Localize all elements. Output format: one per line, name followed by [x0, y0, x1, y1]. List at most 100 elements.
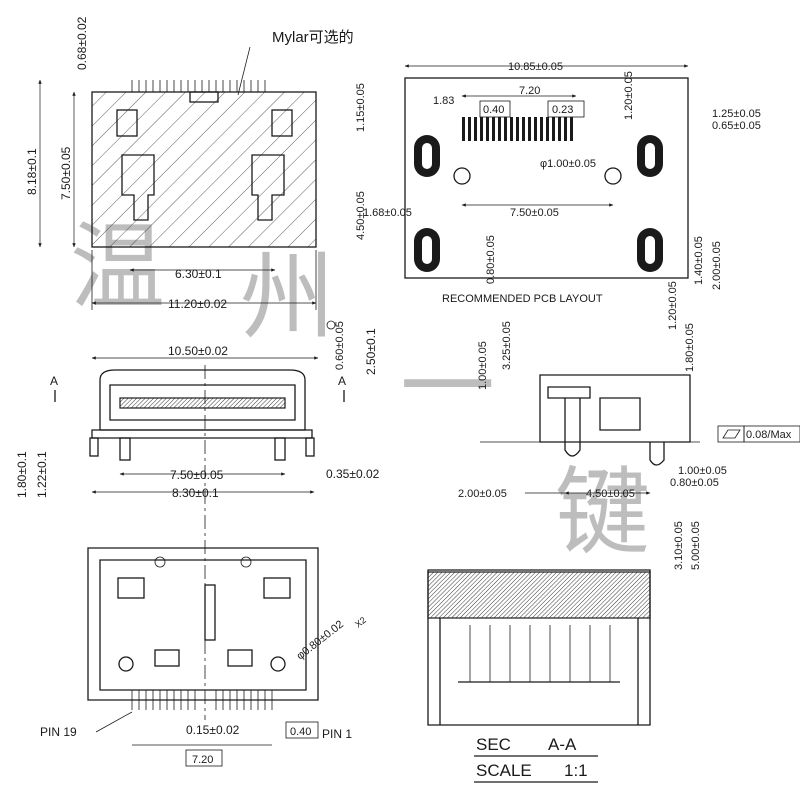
bottom-latch-left — [117, 577, 145, 599]
front-view: 10.50±0.02 A A 0.60±0.05 2.50±0.1 1.80±0… — [15, 320, 380, 720]
dim-side-h3: 1.20±0.05 — [667, 281, 679, 330]
section-view: 3.10±0.05 5.00±0.05 SEC A-A SCALE 1:1 — [427, 521, 702, 783]
side-peg — [564, 398, 581, 457]
watermark-char: 州 — [240, 243, 335, 353]
tab-left — [121, 154, 155, 221]
dim-section-h1: 3.10±0.05 — [673, 521, 685, 570]
dim-left-height: 4.50±0.05 — [355, 191, 367, 240]
pin-post-right — [274, 437, 286, 461]
mylar-body — [91, 91, 317, 248]
sec-label: SEC — [476, 735, 511, 754]
section-outline — [427, 569, 651, 726]
dim-right-3: 0.65±0.05 — [712, 120, 761, 132]
dim-right-1: 1.20±0.05 — [623, 71, 635, 120]
dim-height-body: 7.50±0.05 — [59, 146, 73, 200]
dim-hole-dia: φ1.00±0.05 — [540, 158, 596, 170]
dim-right-5: 2.00±0.05 — [711, 241, 723, 290]
flatness-symbol-box — [717, 425, 745, 443]
dim-left-offset: 1.68±0.05 — [363, 207, 412, 219]
dim-pitch-offset: 1.83 — [433, 95, 454, 107]
shell-inner — [109, 384, 296, 421]
dim-top-gap: 1.15±0.05 — [355, 83, 367, 132]
dim-front-width: 10.50±0.02 — [168, 344, 228, 358]
side-latch — [547, 386, 591, 399]
hole-right — [604, 167, 622, 185]
dim-left-2: 1.22±0.1 — [35, 451, 49, 498]
dim-pin-width: 0.40 — [483, 104, 504, 116]
pcb-layout-view: 10.85±0.05 7.20 0.40 0.23 1.83 φ1.00±0.0… — [355, 61, 761, 305]
dim-bottom-pin-span: 7.20 — [192, 754, 213, 766]
pcb-caption: RECOMMENDED PCB LAYOUT — [442, 293, 603, 305]
leg-right — [305, 437, 315, 457]
pin-19-label: PIN 19 — [40, 725, 77, 739]
latch-left — [116, 109, 138, 137]
pin-post-left — [119, 437, 131, 461]
dim-side-h2: 3.25±0.05 — [501, 321, 513, 370]
dim-pin-span: 7.20 — [519, 85, 540, 97]
dim-side-d4: 2.00±0.05 — [458, 488, 507, 500]
flatness-icon — [722, 429, 741, 439]
side-leg — [649, 442, 665, 466]
scale-label: SCALE — [476, 761, 532, 780]
dim-pin-w: 0.40 — [290, 726, 311, 738]
side-body — [539, 374, 691, 443]
dim-side-d2: 0.80±0.05 — [670, 477, 719, 489]
bottom-outline — [87, 547, 319, 701]
shell-base — [91, 429, 313, 439]
pin-1-label: PIN 1 — [322, 727, 352, 741]
bottom-pad-right — [227, 649, 253, 667]
mylar-note: Mylar可选的 — [272, 29, 354, 46]
leg-left — [89, 437, 99, 457]
section-mark-right: A — [338, 374, 346, 388]
top-pins — [131, 80, 266, 92]
top-view: Mylar可选的 8.18±0.1 7.50±0.05 0.68±0.02 6.… — [25, 16, 354, 311]
dim-shell-height: 2.50±0.1 — [364, 328, 378, 375]
dim-pin-thick: 0.15±0.02 — [186, 723, 240, 737]
pin-pads — [462, 117, 573, 141]
dim-width: 11.20±0.02 — [168, 297, 227, 311]
dim-hole-span: 7.50±0.05 — [510, 207, 559, 219]
dim-pin-pitch: 0.23 — [552, 104, 573, 116]
side-view: 1.00±0.05 3.25±0.05 1.20±0.05 1.80±0.05 … — [458, 281, 800, 500]
pcb-outline — [404, 77, 689, 279]
watermark: 温 州 一 键 — [70, 213, 650, 568]
dim-top-offset: 0.68±0.02 — [75, 16, 89, 70]
bottom-view: φ0.80±0.02 X2 PIN 19 0.15±0.02 0.40 PIN … — [40, 547, 368, 767]
bottom-pad-left — [154, 649, 180, 667]
section-hatch — [427, 571, 651, 619]
watermark-char: 键 — [555, 458, 650, 568]
bottom-latch-right — [263, 577, 291, 599]
section-mark-left: A — [50, 374, 58, 388]
dim-side-d1: 1.00±0.05 — [678, 465, 727, 477]
dim-right-2: 1.25±0.05 — [712, 108, 761, 120]
dim-total-width: 10.85±0.05 — [508, 61, 563, 73]
flatness-value: 0.08/Max — [746, 429, 792, 441]
dim-leg-span: 7.50±0.05 — [170, 468, 224, 482]
locator-hole-right — [270, 656, 286, 672]
watermark-char: 一 — [400, 333, 495, 443]
dim-hole: φ0.80±0.02 — [294, 618, 346, 662]
hole-left — [453, 167, 471, 185]
dim-section-h2: 5.00±0.05 — [690, 521, 702, 570]
sec-value: A-A — [548, 735, 577, 754]
mylar-leader — [237, 46, 251, 96]
pin-pitch-box — [547, 100, 585, 118]
side-window — [599, 397, 641, 431]
dim-side-d3: 4.50±0.05 — [586, 488, 635, 500]
center-rib — [204, 584, 216, 641]
dim-height-total: 8.18±0.1 — [25, 148, 39, 195]
locator-hole-left — [118, 656, 134, 672]
dim-leg-thick: 0.35±0.02 — [326, 467, 380, 481]
dim-tab-span: 6.30±0.1 — [175, 267, 222, 281]
dim-side-h1: 1.00±0.05 — [477, 341, 489, 390]
scale-value: 1:1 — [564, 761, 588, 780]
dim-bottom-1: 0.80±0.05 — [485, 235, 497, 284]
dim-left-1: 1.80±0.1 — [15, 451, 29, 498]
bottom-pins — [131, 690, 273, 710]
pin-width-box — [479, 100, 511, 118]
dim-outer-span: 8.30±0.1 — [172, 486, 219, 500]
dim-side-h4: 1.80±0.05 — [684, 323, 696, 372]
shell-outer — [99, 369, 306, 431]
